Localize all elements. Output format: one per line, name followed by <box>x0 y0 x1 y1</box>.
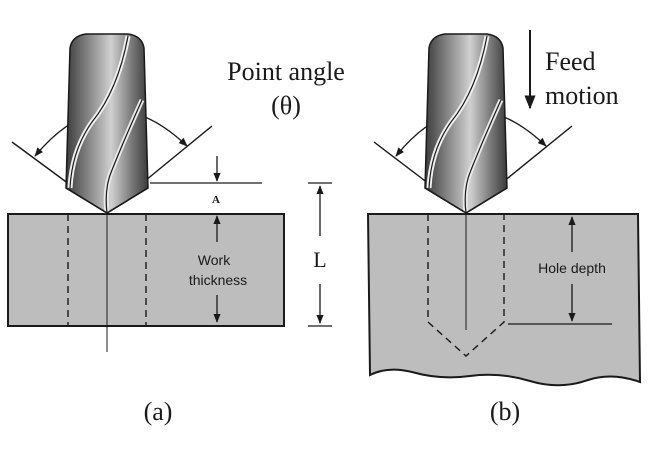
thickness-label: thickness <box>189 272 247 288</box>
theta-label: (θ) <box>271 91 301 120</box>
panel-b: Feed motion Hole depth (b) <box>366 30 642 426</box>
work-label: Work <box>198 252 231 268</box>
caption-a: (a) <box>144 397 173 426</box>
twist-drill-icon <box>424 33 508 214</box>
feed-label: Feed <box>545 47 596 76</box>
point-angle-label: Point angle <box>227 57 345 86</box>
a-marker-label: A <box>212 194 220 206</box>
panel-a: A Work thickness L Point angle (θ) (a) <box>7 33 345 426</box>
hole-outline-b <box>427 214 505 357</box>
hole-depth-label: Hole depth <box>538 260 606 276</box>
caption-b: (b) <box>490 397 520 426</box>
l-marker-label: L <box>313 247 326 272</box>
twist-drill-icon <box>65 33 149 214</box>
motion-label: motion <box>545 81 619 110</box>
